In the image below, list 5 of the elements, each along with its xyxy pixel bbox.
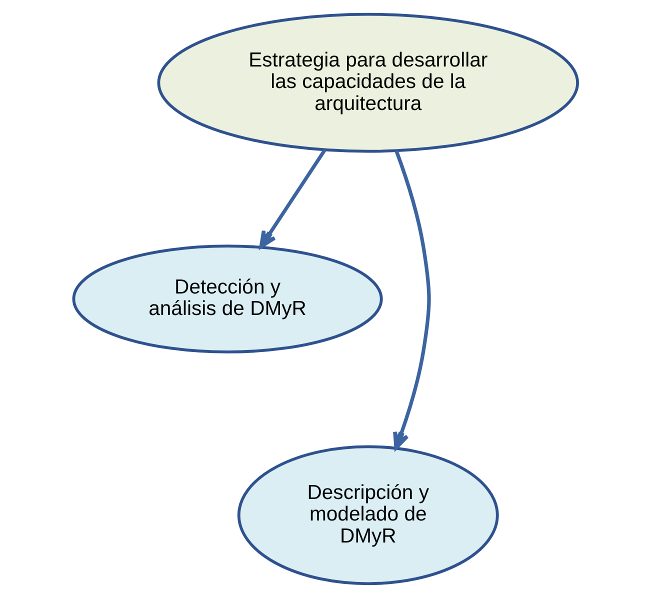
arrow	[392, 150, 430, 450]
arrow	[258, 149, 326, 248]
node-ellipse: Descripción y modelado de DMyR	[236, 445, 498, 586]
node-ellipse: Estrategia para desarrollar las capacidades de la arquitectura	[156, 12, 579, 153]
node-ellipse: Detección y análisis de DMyR	[72, 244, 382, 354]
